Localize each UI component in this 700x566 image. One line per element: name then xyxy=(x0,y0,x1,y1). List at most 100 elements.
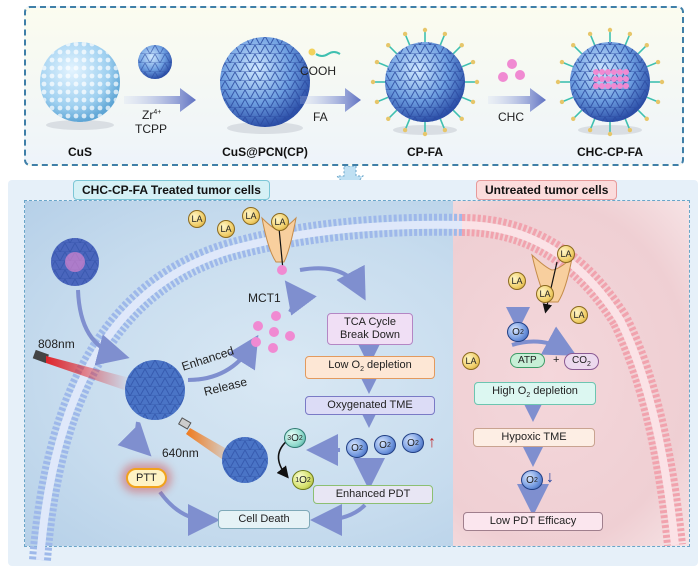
chc-payload xyxy=(593,69,599,75)
cus-pcn-sphere xyxy=(220,37,310,134)
fa-ligand-head xyxy=(607,131,613,137)
arrow-entry xyxy=(76,289,130,366)
laser-808-icon xyxy=(32,349,130,392)
fa-ligand-head xyxy=(655,99,661,105)
fa-ligand-head xyxy=(555,79,561,85)
chc-payload xyxy=(611,83,617,89)
chc-payload xyxy=(593,83,599,89)
chc-payload xyxy=(611,76,617,82)
enhanced-pdt-box: Enhanced PDT xyxy=(313,485,433,504)
lactate-molecule: LA xyxy=(271,213,289,231)
chc-payload xyxy=(599,69,605,75)
arrow-1 xyxy=(124,88,196,112)
mct1-label: MCT1 xyxy=(248,291,281,305)
lactate-molecule: LA xyxy=(242,207,260,225)
cell-death-box: Cell Death xyxy=(218,510,310,529)
fa-ligand-head xyxy=(607,27,613,33)
stage-label-cp-fa: CP-FA xyxy=(407,145,443,159)
lactate-molecule: LA xyxy=(188,210,206,228)
arrow-release xyxy=(187,334,259,382)
fa-ligand-head xyxy=(659,79,665,85)
fa-ligand-head xyxy=(644,116,649,121)
nanoparticle-central xyxy=(125,360,185,420)
plus-sign: + xyxy=(553,354,560,366)
chc-payload xyxy=(605,76,611,82)
fa-ligand-head xyxy=(442,127,448,133)
chc-molecules-icon xyxy=(498,59,525,82)
laser-640-label: 640nm xyxy=(162,446,199,460)
arrow-2 xyxy=(300,88,361,112)
fa-ligand-head xyxy=(402,127,408,133)
chc-payload xyxy=(617,69,623,75)
fa-ligand-head xyxy=(459,116,464,121)
high-o2-depletion-box: High O2 depletion xyxy=(474,382,596,406)
cus-sphere xyxy=(40,42,120,130)
reagent-fa: FA xyxy=(313,110,328,124)
decrease-arrow-icon: ↓ xyxy=(546,469,554,486)
fa-ligand-head xyxy=(571,116,576,121)
increase-arrow-icon: ↑ xyxy=(428,434,436,451)
ptt-badge: PTT xyxy=(126,468,167,488)
arrow-ptt-to-death xyxy=(158,490,220,536)
laser-640-icon xyxy=(177,417,232,462)
arrow-to-ptt xyxy=(117,421,152,457)
low-pdt-efficacy-box: Low PDT Efficacy xyxy=(463,512,603,531)
fa-ligand-head xyxy=(386,116,391,121)
fa-ligand-head xyxy=(422,27,428,33)
reagent-zr: Zr4+ xyxy=(142,108,162,122)
oxygenated-tme-box: Oxygenated TME xyxy=(305,396,435,415)
nanoparticle-pdt xyxy=(222,437,268,483)
fa-ligand-head xyxy=(402,31,408,37)
arrow-pdt-to-death xyxy=(310,503,367,536)
fa-ligand-head xyxy=(386,43,391,48)
fa-ligand-head xyxy=(374,99,380,105)
low-o2-depletion-box: Low O2 depletion xyxy=(305,356,435,380)
fa-ligand-head xyxy=(655,59,661,65)
reagent-tcpp: TCPP xyxy=(135,122,168,136)
down-connector-arrow xyxy=(335,166,365,193)
fa-ligand-head xyxy=(459,43,464,48)
pcn-small-sphere xyxy=(138,45,172,79)
fa-ligand-head xyxy=(374,59,380,65)
fa-ligand-head xyxy=(470,59,476,65)
lactate-molecule: LA xyxy=(536,285,554,303)
fa-ligand-head xyxy=(559,99,565,105)
fa-ligand-head xyxy=(587,127,593,133)
chc-payload xyxy=(599,83,605,89)
co2-product: CO2 xyxy=(564,353,599,370)
fa-ligand-head xyxy=(571,43,576,48)
fa-ligand-head xyxy=(474,79,480,85)
chc-payload xyxy=(605,69,611,75)
fa-ligand-head xyxy=(422,131,428,137)
fa-ligand-head xyxy=(644,43,649,48)
stage-label-chc-cp-fa: CHC-CP-FA xyxy=(577,145,643,159)
lactate-molecule: LA xyxy=(557,245,575,263)
chc-payload xyxy=(623,83,629,89)
arrow-to-mct1 xyxy=(284,280,317,316)
arrow-to-tca xyxy=(299,264,366,301)
atp-product: ATP xyxy=(510,353,545,368)
fa-ligand-head xyxy=(559,59,565,65)
treated-cell-membrane xyxy=(29,213,466,561)
laser-808-label: 808nm xyxy=(38,337,75,351)
treated-cells-title: CHC-CP-FA Treated tumor cells xyxy=(73,180,270,200)
reagent-chc: CHC xyxy=(498,110,524,124)
chc-payload xyxy=(623,69,629,75)
fa-ligand-head xyxy=(470,99,476,105)
mct1-transporter-icon xyxy=(261,216,297,275)
chc-released-molecules xyxy=(251,311,295,353)
chc-payload xyxy=(611,69,617,75)
hypoxic-tme-box: Hypoxic TME xyxy=(473,428,595,447)
lactate-molecule: LA xyxy=(462,352,480,370)
chc-payload xyxy=(617,83,623,89)
lactate-molecule: LA xyxy=(217,220,235,238)
chc-payload xyxy=(617,76,623,82)
